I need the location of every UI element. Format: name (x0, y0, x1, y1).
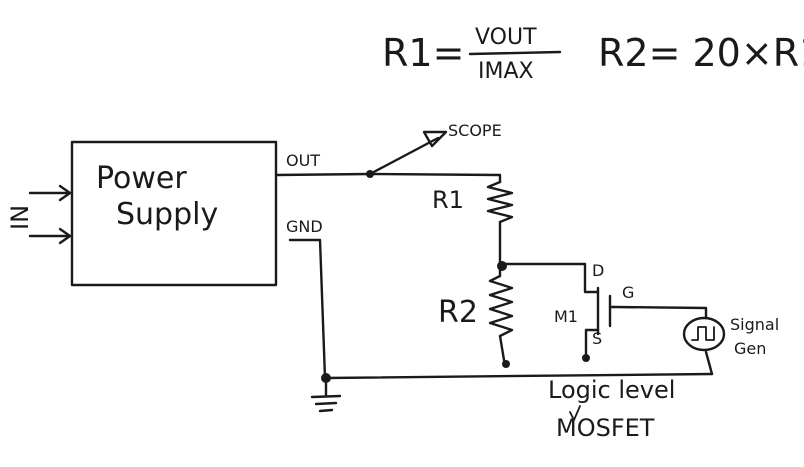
equation-r1: R1= VOUT IMAX (382, 25, 562, 84)
equation-r1-numerator: VOUT (475, 25, 537, 50)
input-arrows (28, 184, 72, 245)
scope-probe (368, 130, 448, 176)
caption-pointer (569, 405, 581, 421)
mosfet-caption-line2: MOSFET (556, 414, 655, 442)
junction-source-bus (582, 354, 590, 362)
power-supply-box (70, 140, 278, 287)
power-supply-label-line1: Power (96, 161, 187, 196)
fraction-bar (468, 50, 562, 56)
ground-symbol (310, 376, 342, 413)
junction-r2-bus (502, 360, 510, 368)
signal-gen-symbol (682, 316, 726, 352)
signal-gen-label-line2: Gen (734, 339, 766, 358)
equation-r1-lhs: R1= (382, 31, 464, 75)
r2-label: R2 (438, 295, 478, 330)
gate-label: G (622, 283, 634, 302)
wires (274, 172, 714, 380)
scope-label: SCOPE (448, 121, 502, 140)
source-label: S (592, 329, 602, 348)
equation-r2: R2= 20×R1 (598, 31, 804, 75)
equation-r1-denominator: IMAX (478, 59, 534, 84)
r1-label: R1 (432, 186, 464, 214)
mosfet-name: M1 (554, 307, 578, 326)
resistor-r2 (488, 274, 514, 338)
gnd-label: GND (286, 217, 323, 236)
resistor-r1 (486, 180, 514, 224)
drain-label: D (592, 261, 604, 280)
signal-gen-label-line1: Signal (730, 315, 779, 334)
input-label: IN (6, 205, 34, 230)
mosfet-caption-line1: Logic level (548, 376, 675, 404)
junction-mid (497, 261, 507, 271)
mosfet-symbol (596, 286, 616, 336)
power-supply-label-line2: Supply (116, 197, 218, 232)
out-label: OUT (286, 151, 320, 170)
